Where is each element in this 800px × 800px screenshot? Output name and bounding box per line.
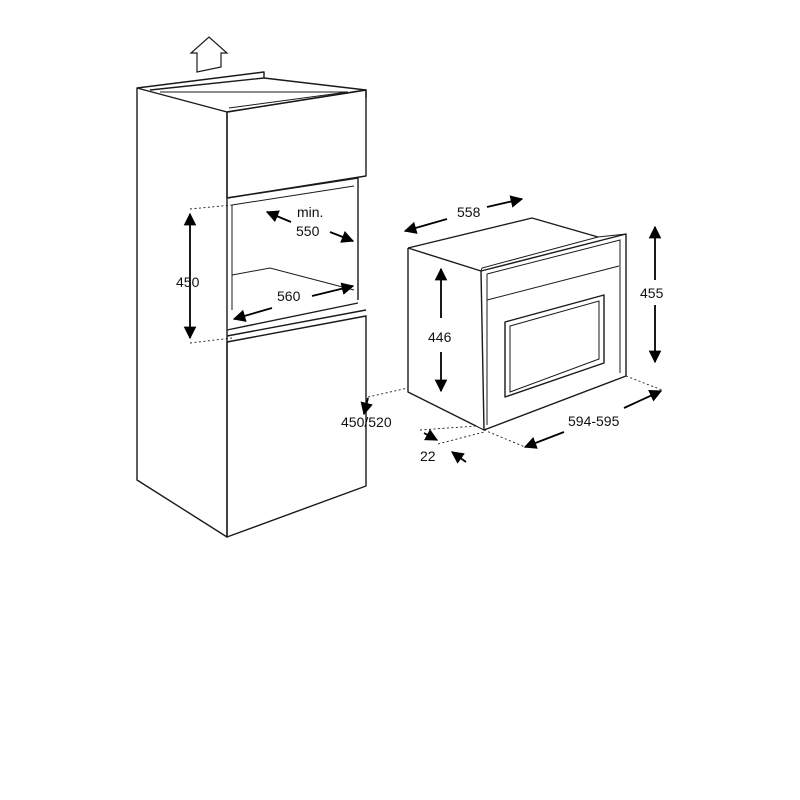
up-arrow-icon <box>189 36 229 73</box>
dimension-455: 455 <box>640 225 664 364</box>
label-455: 455 <box>640 285 664 301</box>
dimension-446: 446 <box>428 267 452 393</box>
label-560: 560 <box>277 288 301 304</box>
label-558: 558 <box>457 204 481 220</box>
dimension-min-550: min. 550 <box>265 204 355 243</box>
cabinet-top <box>136 71 367 91</box>
label-450-520: 450/520 <box>341 414 392 430</box>
label-550: 550 <box>296 223 320 239</box>
cabinet <box>136 71 367 538</box>
label-450: 450 <box>176 274 200 290</box>
dimension-560: 560 <box>232 282 355 322</box>
dimension-450-520: 450/520 <box>341 387 409 430</box>
cabinet-upper-panel <box>226 89 367 199</box>
dimension-594-595: 594-595 <box>483 375 663 449</box>
dimension-22: 22 <box>419 425 485 464</box>
label-446: 446 <box>428 329 452 345</box>
label-22: 22 <box>420 448 436 464</box>
cabinet-lower-panel <box>226 315 367 538</box>
dimension-450: 450 <box>176 204 233 344</box>
dimension-558: 558 <box>403 195 524 234</box>
label-594-595: 594-595 <box>568 413 620 429</box>
oven <box>407 217 627 431</box>
oven-window <box>504 294 605 398</box>
cabinet-side-panel <box>136 87 228 538</box>
niche-opening <box>226 177 359 300</box>
label-min: min. <box>297 204 323 220</box>
oven-body <box>407 217 599 249</box>
niche-floor <box>231 267 355 291</box>
